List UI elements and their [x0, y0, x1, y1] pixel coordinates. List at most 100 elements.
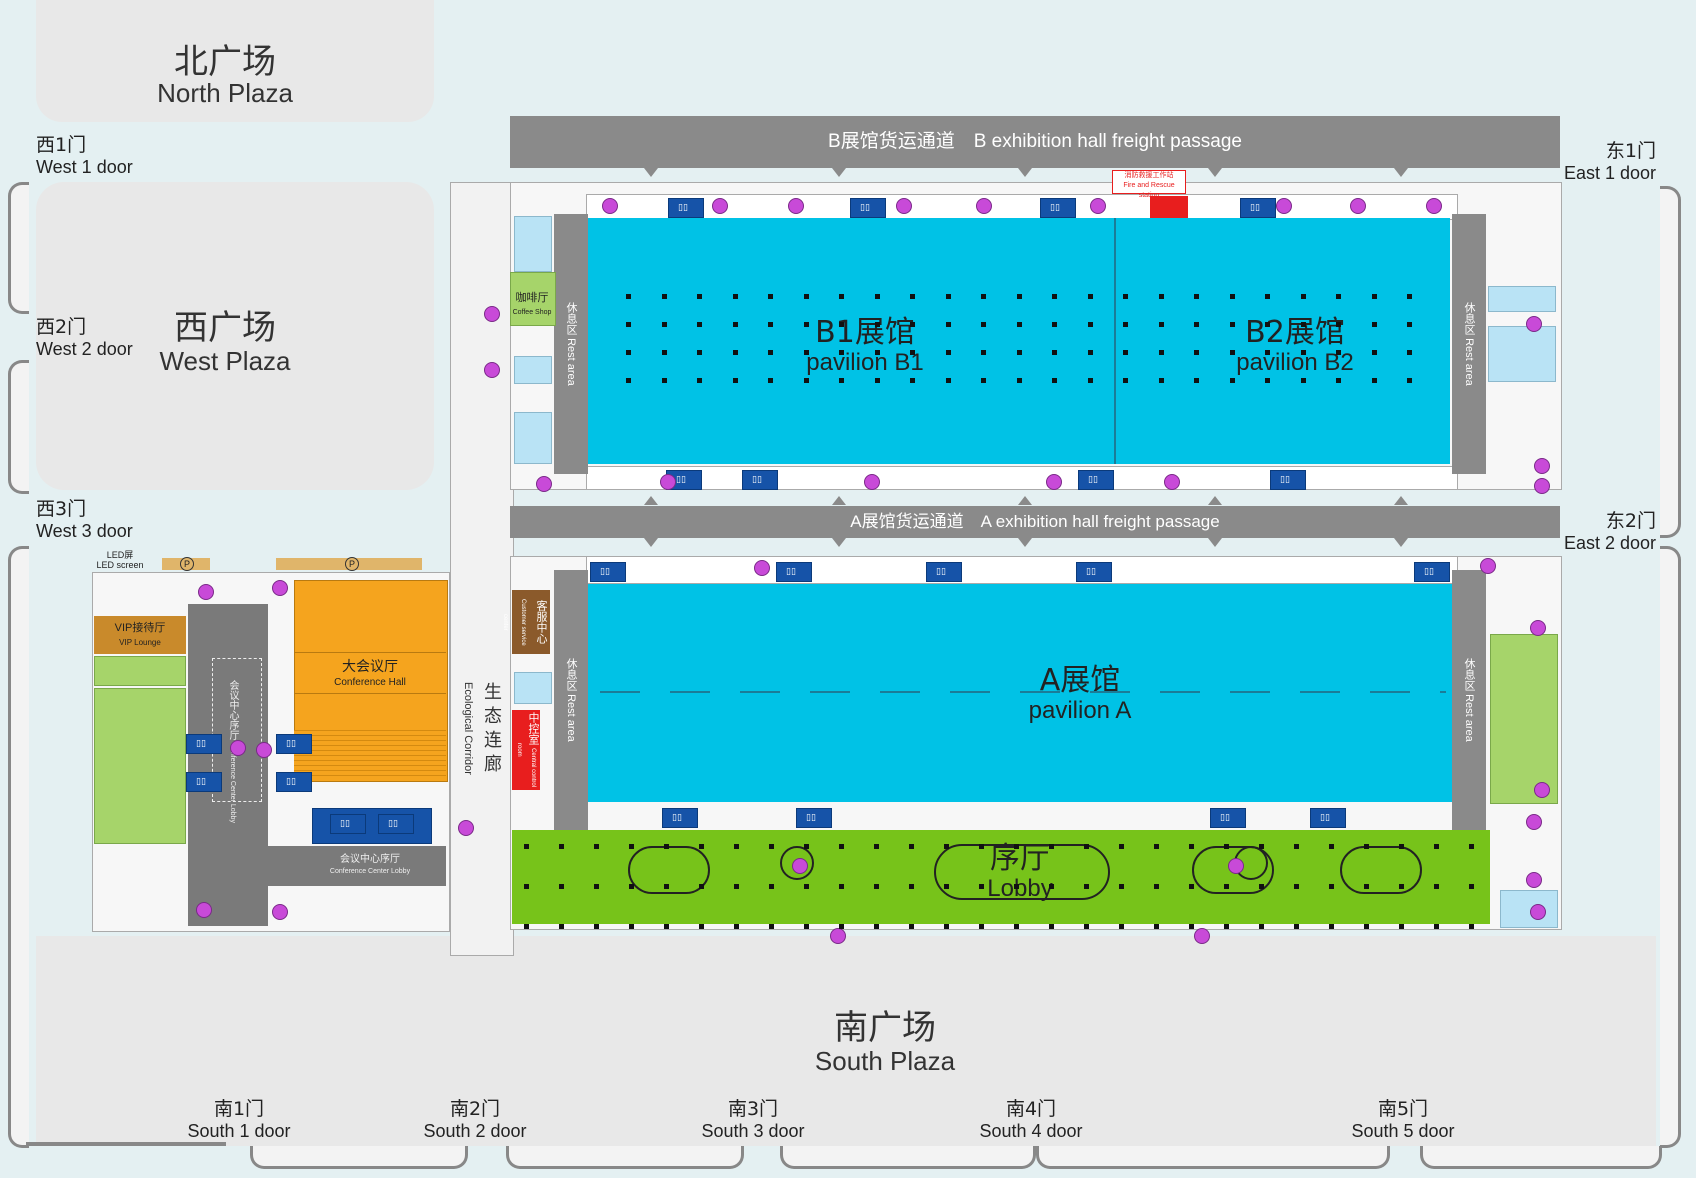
pillar-dot [1371, 378, 1377, 383]
conference-lobby-bottom[interactable] [188, 846, 446, 886]
facility-icon[interactable] [1530, 620, 1546, 636]
facility-icon[interactable] [1480, 558, 1496, 574]
fire-rescue-station[interactable] [1150, 196, 1188, 218]
customer-service-center[interactable]: 客服中心 Customer service center [502, 590, 550, 654]
restroom-icon[interactable] [796, 808, 832, 828]
facility-icon[interactable] [602, 198, 618, 214]
restroom-icon[interactable] [1310, 808, 1346, 828]
ecological-corridor[interactable] [450, 182, 514, 956]
restroom-icon[interactable] [590, 562, 626, 582]
facility-icon[interactable] [536, 476, 552, 492]
restroom-icon[interactable] [330, 814, 366, 834]
south-wall-2 [250, 1146, 468, 1169]
pillar-dot [1123, 322, 1128, 327]
facility-icon[interactable] [198, 584, 214, 600]
facility-icon[interactable] [788, 198, 804, 214]
facility-icon[interactable] [1276, 198, 1292, 214]
west-green-room[interactable] [94, 688, 186, 844]
pillar-dot [732, 294, 738, 299]
central-control-room[interactable]: 中控室 Central control room [512, 710, 540, 790]
pillar-dot [1154, 924, 1159, 929]
restroom-icon[interactable] [186, 772, 222, 792]
facility-icon[interactable] [1228, 858, 1244, 874]
restroom-icon[interactable] [1078, 470, 1114, 490]
facility-icon[interactable] [230, 740, 246, 756]
facility-icon[interactable] [272, 580, 288, 596]
pillar-dot [981, 378, 986, 383]
b-freight-passage[interactable]: B展馆货运通道 B exhibition hall freight passag… [510, 116, 1560, 168]
a-freight-passage[interactable]: A展馆货运通道 A exhibition hall freight passag… [510, 506, 1560, 538]
restroom-icon[interactable] [276, 734, 312, 754]
pavilion-b1[interactable] [588, 218, 1114, 464]
restroom-icon[interactable] [1240, 198, 1276, 218]
facility-icon[interactable] [1534, 458, 1550, 474]
facility-icon[interactable] [256, 742, 272, 758]
pavilion-a[interactable] [588, 584, 1454, 802]
arrow-down-icon [832, 168, 846, 177]
facility-icon[interactable] [864, 474, 880, 490]
facility-icon[interactable] [458, 820, 474, 836]
pillar-dot [1016, 378, 1022, 383]
vip-lounge[interactable] [94, 616, 186, 654]
pillar-dot [1259, 884, 1264, 889]
facility-icon[interactable] [754, 560, 770, 576]
restroom-icon[interactable] [850, 198, 886, 218]
pillar-dot [734, 884, 739, 889]
restroom-icon[interactable] [378, 814, 414, 834]
restroom-icon[interactable] [1210, 808, 1246, 828]
restroom-icon[interactable] [1414, 562, 1450, 582]
facility-icon[interactable] [272, 904, 288, 920]
restroom-icon[interactable] [742, 470, 778, 490]
facility-icon[interactable] [1164, 474, 1180, 490]
restroom-icon[interactable] [186, 734, 222, 754]
facility-icon[interactable] [1426, 198, 1442, 214]
facility-icon[interactable] [830, 928, 846, 944]
facility-icon[interactable] [1526, 316, 1542, 332]
restroom-icon[interactable] [1040, 198, 1076, 218]
facility-icon[interactable] [1534, 782, 1550, 798]
facility-icon[interactable] [792, 858, 808, 874]
restroom-icon[interactable] [926, 562, 962, 582]
facility-icon[interactable] [896, 198, 912, 214]
facility-icon[interactable] [660, 474, 676, 490]
pillar-dot [524, 884, 529, 889]
restroom-icon[interactable] [668, 198, 704, 218]
restroom-icon[interactable] [776, 562, 812, 582]
restroom-icon[interactable] [1076, 562, 1112, 582]
facility-icon[interactable] [1526, 814, 1542, 830]
facility-icon[interactable] [1194, 928, 1210, 944]
restroom-icon[interactable] [1270, 470, 1306, 490]
facility-icon[interactable] [1350, 198, 1366, 214]
facility-icon[interactable] [484, 362, 500, 378]
facility-icon[interactable] [1530, 904, 1546, 920]
a-east-green-room[interactable] [1490, 634, 1558, 804]
pavilion-b2[interactable] [1116, 218, 1450, 464]
coffee-shop[interactable] [510, 272, 556, 326]
facility-icon[interactable] [712, 198, 728, 214]
facility-icon[interactable] [1046, 474, 1062, 490]
facility-icon[interactable] [196, 902, 212, 918]
pillar-dot [1434, 924, 1439, 929]
facility-icon[interactable] [1534, 478, 1550, 494]
facility-icon[interactable] [484, 306, 500, 322]
pillar-dot [910, 322, 915, 327]
arrow-down-icon [1394, 168, 1408, 177]
facility-icon[interactable] [1526, 872, 1542, 888]
facility-icon[interactable] [976, 198, 992, 214]
pillar-dot [1300, 378, 1306, 383]
facility-icon[interactable] [1090, 198, 1106, 214]
restroom-icon[interactable] [276, 772, 312, 792]
restroom-icon[interactable] [662, 808, 698, 828]
west-3-door-cn: 西3门 [36, 498, 87, 520]
